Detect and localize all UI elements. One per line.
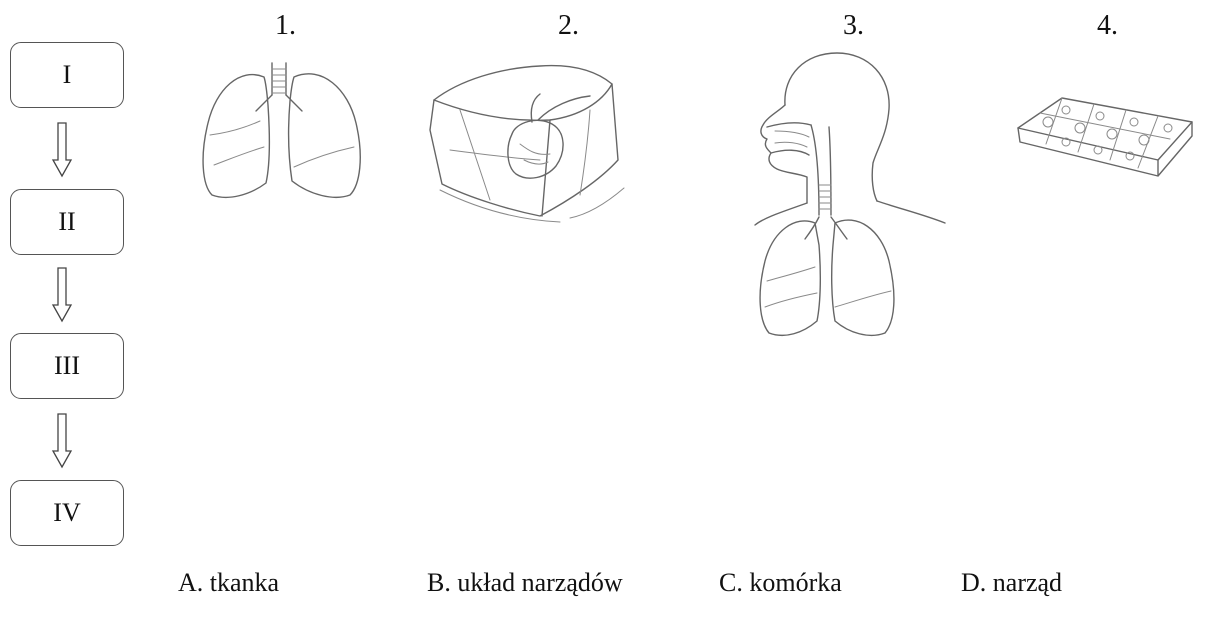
option-b: B. układ narządów	[427, 567, 623, 599]
picture-number-2: 2.	[558, 10, 579, 42]
cells-icon	[1010, 88, 1200, 183]
lungs-icon	[190, 55, 370, 205]
option-c: C. komórka	[719, 567, 842, 599]
picture-number-4: 4.	[1097, 10, 1118, 42]
option-d: D. narząd	[961, 567, 1062, 599]
down-arrow-icon	[50, 122, 74, 178]
picture-number-1: 1.	[275, 10, 296, 42]
picture-number-3: 3.	[843, 10, 864, 42]
level-box-3: III	[10, 333, 124, 399]
down-arrow-icon	[50, 413, 74, 469]
level-box-1: I	[10, 42, 124, 108]
level-label-3: III	[54, 351, 80, 381]
level-box-2: II	[10, 189, 124, 255]
respiratory-system-icon	[745, 45, 955, 350]
down-arrow-icon	[50, 267, 74, 323]
option-a: A. tkanka	[178, 567, 279, 599]
level-label-2: II	[58, 207, 75, 237]
level-box-4: IV	[10, 480, 124, 546]
tissue-cube-icon	[420, 50, 630, 225]
level-label-1: I	[63, 60, 72, 90]
level-label-4: IV	[53, 498, 80, 528]
